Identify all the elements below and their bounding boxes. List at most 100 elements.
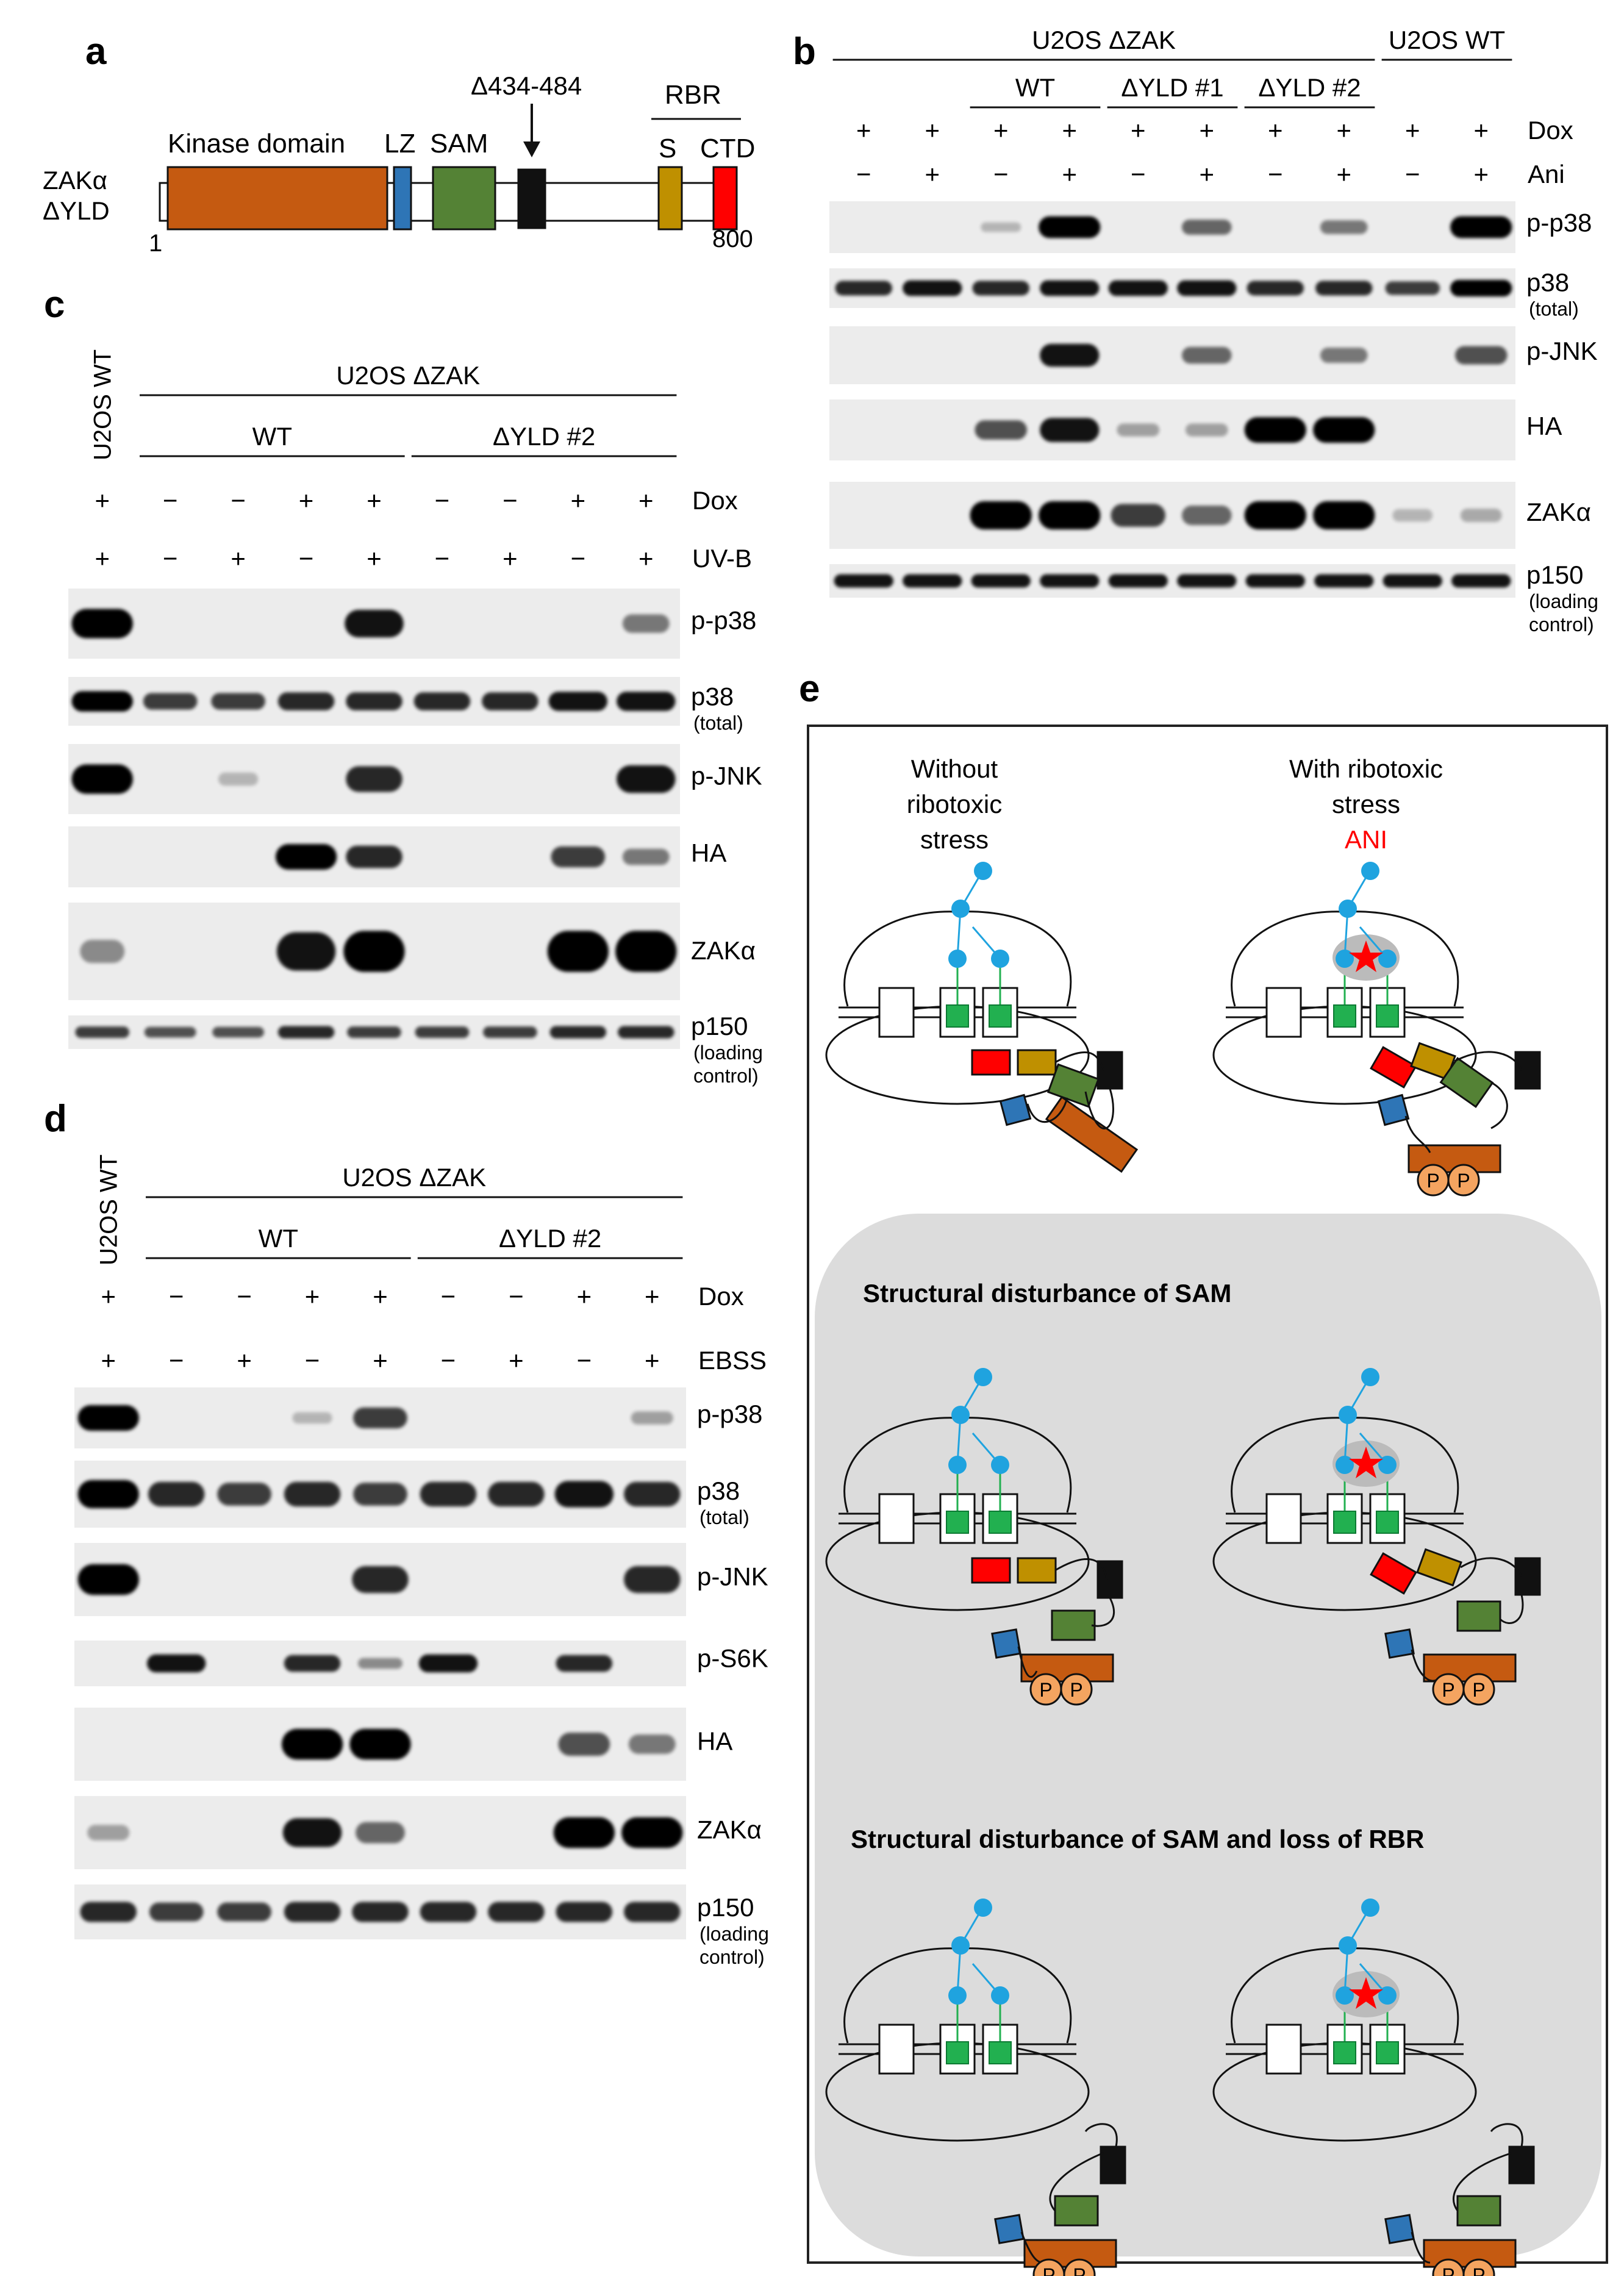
lz-domain: [994, 2214, 1025, 2244]
linker-chain: [1404, 1051, 1523, 1153]
blot-band: [622, 848, 670, 865]
treatment-sign: +: [305, 1282, 320, 1311]
treatment-sign: +: [509, 1346, 524, 1375]
blot-band: [77, 1564, 139, 1595]
blot-band: [353, 1407, 407, 1429]
s-domain: [1017, 1557, 1057, 1584]
blot-band: [148, 1481, 205, 1507]
blot-band: [1314, 574, 1374, 588]
blot-band: [1455, 346, 1508, 365]
blot-band: [1320, 220, 1368, 234]
blot-band: [277, 1026, 335, 1039]
blot-band: [551, 846, 606, 868]
treatment-sign: +: [856, 116, 871, 145]
ctd-domain: [971, 1049, 1011, 1076]
kinase-domain-box: [166, 166, 388, 231]
blot-band: [1247, 281, 1304, 296]
blot-band: [903, 574, 962, 588]
treatment-sign: +: [1473, 160, 1489, 188]
section2-title: Structural disturbance of SAM: [863, 1279, 1231, 1308]
blot-label: p-p38: [697, 1400, 762, 1428]
start-residue: 1: [149, 230, 162, 257]
panel-a-letter: a: [85, 30, 107, 73]
nascent-chain: [971, 1433, 1001, 1465]
phospho-label: P: [1442, 2264, 1454, 2276]
lane-group-label: U2OS ΔZAK: [342, 1163, 486, 1192]
blot-band: [1177, 280, 1237, 296]
trna-anticodon: [989, 2041, 1012, 2064]
treatment-sign: +: [237, 1346, 252, 1375]
treatment-sign: +: [639, 544, 654, 573]
col1-title-3: stress: [920, 825, 989, 854]
blot-label: HA: [691, 839, 726, 867]
treatment-sign: −: [237, 1282, 252, 1311]
lz-domain: [1377, 1093, 1410, 1126]
blot-label: p-JNK: [697, 1562, 768, 1591]
anisomycin-star: [1349, 1977, 1383, 2009]
blot-sublabel: (total): [693, 712, 743, 734]
wt-vertical-label: U2OS WT: [90, 349, 116, 460]
nascent-chain-bead: [951, 900, 970, 918]
nascent-chain-bead: [948, 1986, 967, 2005]
lz-domain: [1384, 2214, 1415, 2244]
blot-band: [1111, 504, 1165, 527]
blot-band: [1185, 423, 1228, 437]
trna-site-box: [878, 2024, 915, 2075]
treatment-sign: +: [367, 544, 382, 573]
blot-strip: [829, 201, 1515, 253]
nascent-chain: [971, 926, 1001, 959]
blot-band: [346, 845, 402, 868]
col1-title-1: Without: [911, 754, 998, 783]
blot-band: [356, 1822, 405, 1844]
panel-e-letter: e: [799, 668, 820, 710]
treatment-sign: +: [367, 486, 382, 515]
trna-site-box: [878, 1493, 915, 1544]
treatment-sign: +: [95, 486, 110, 515]
blot-band: [217, 1902, 271, 1922]
phospho-circle: [1060, 1673, 1093, 1706]
treatment-sign: −: [435, 544, 450, 573]
blot-band: [346, 766, 402, 792]
blot-band: [1181, 346, 1232, 364]
treatment-sign: +: [645, 1282, 660, 1311]
phospho-label: P: [1039, 1679, 1052, 1701]
treatment-sign: −: [435, 486, 450, 515]
blot-band: [144, 1026, 196, 1038]
treatment-row-label: Dox: [692, 486, 738, 515]
blot-band: [346, 692, 402, 710]
rbr-label: RBR: [665, 80, 721, 110]
sam-domain: [1456, 2195, 1501, 2227]
ctd-domain: [1370, 1046, 1417, 1089]
blot-band: [149, 1902, 204, 1922]
blot-label: p-p38: [1526, 208, 1592, 237]
treatment-sign: +: [95, 544, 110, 573]
phospho-label: P: [1042, 2264, 1055, 2276]
trna-anticodon: [946, 2041, 969, 2064]
blot-band: [71, 609, 133, 639]
blot-label: p-JNK: [691, 762, 762, 790]
treatment-row-label: Ani: [1528, 160, 1565, 188]
treatment-sign: +: [577, 1282, 592, 1311]
treatment-sign: −: [169, 1346, 184, 1375]
lane-group-label: U2OS WT: [1389, 26, 1505, 54]
blot-band: [1392, 509, 1433, 522]
treatment-row-label: EBSS: [698, 1346, 767, 1375]
trna-anticodon: [946, 1511, 969, 1534]
sam-domain: [1051, 1609, 1096, 1641]
lz-domain: [991, 1628, 1021, 1659]
blot-band: [353, 1483, 407, 1506]
deletion-domain: [1096, 1051, 1123, 1090]
blot-band: [345, 609, 404, 638]
treatment-sign: −: [305, 1346, 320, 1375]
blot-band: [1039, 216, 1101, 238]
blot-band: [1108, 574, 1168, 588]
blot-band: [352, 1566, 409, 1594]
blot-band: [413, 692, 471, 710]
kinase-domain: [1045, 1095, 1139, 1173]
blot-label: HA: [697, 1727, 732, 1756]
lane-group-label: U2OS ΔZAK: [336, 361, 480, 390]
col2-title-2: stress: [1332, 790, 1400, 818]
blot-band: [1313, 501, 1375, 530]
blot-band: [77, 1405, 139, 1431]
blot-band: [281, 1728, 343, 1760]
